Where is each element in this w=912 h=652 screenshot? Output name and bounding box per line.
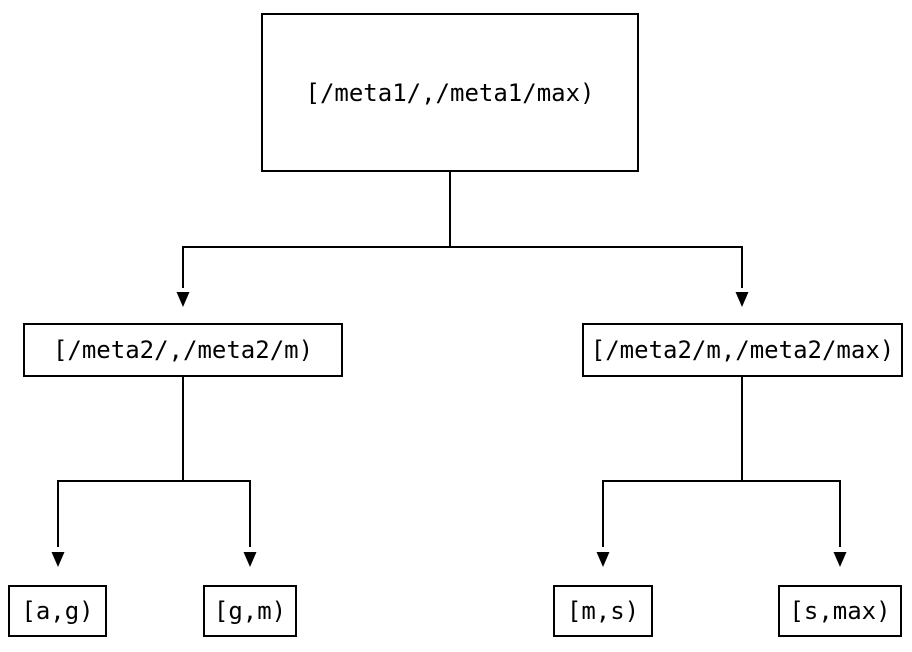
tree-node-meta2-right: [/meta2/m,/meta2/max) (582, 323, 903, 377)
tree-leaf-s-max: [s,max) (778, 585, 902, 637)
tree-leaf-m-s: [m,s) (553, 585, 653, 637)
arrowhead-down-leaf-2 (243, 552, 257, 567)
arrowhead-down-leaf-3 (596, 552, 610, 567)
tree-node-meta2-left-label: [/meta2/,/meta2/m) (52, 336, 314, 364)
tree-node-meta2-right-label: [/meta2/m,/meta2/max) (590, 336, 895, 364)
tree-leaf-a-g: [a,g) (8, 585, 107, 637)
tree-node-root-label: [/meta1/,/meta1/max) (305, 78, 595, 107)
tree-node-root: [/meta1/,/meta1/max) (261, 13, 639, 172)
arrowhead-down-mid-left (176, 292, 190, 307)
tree-node-meta2-left: [/meta2/,/meta2/m) (23, 323, 343, 377)
edge-root-to-mid (182, 172, 743, 288)
tree-leaf-g-m-label: [g,m) (213, 597, 287, 625)
edge-mid-right-to-leaves (602, 377, 841, 547)
tree-leaf-g-m: [g,m) (203, 585, 297, 637)
tree-leaf-s-max-label: [s,max) (789, 597, 891, 625)
edge-mid-left-to-leaves (57, 377, 251, 547)
tree-leaf-m-s-label: [m,s) (566, 597, 640, 625)
arrowhead-down-mid-right (735, 292, 749, 307)
arrowhead-down-leaf-4 (833, 552, 847, 567)
arrowhead-down-leaf-1 (51, 552, 65, 567)
tree-leaf-a-g-label: [a,g) (21, 597, 94, 625)
